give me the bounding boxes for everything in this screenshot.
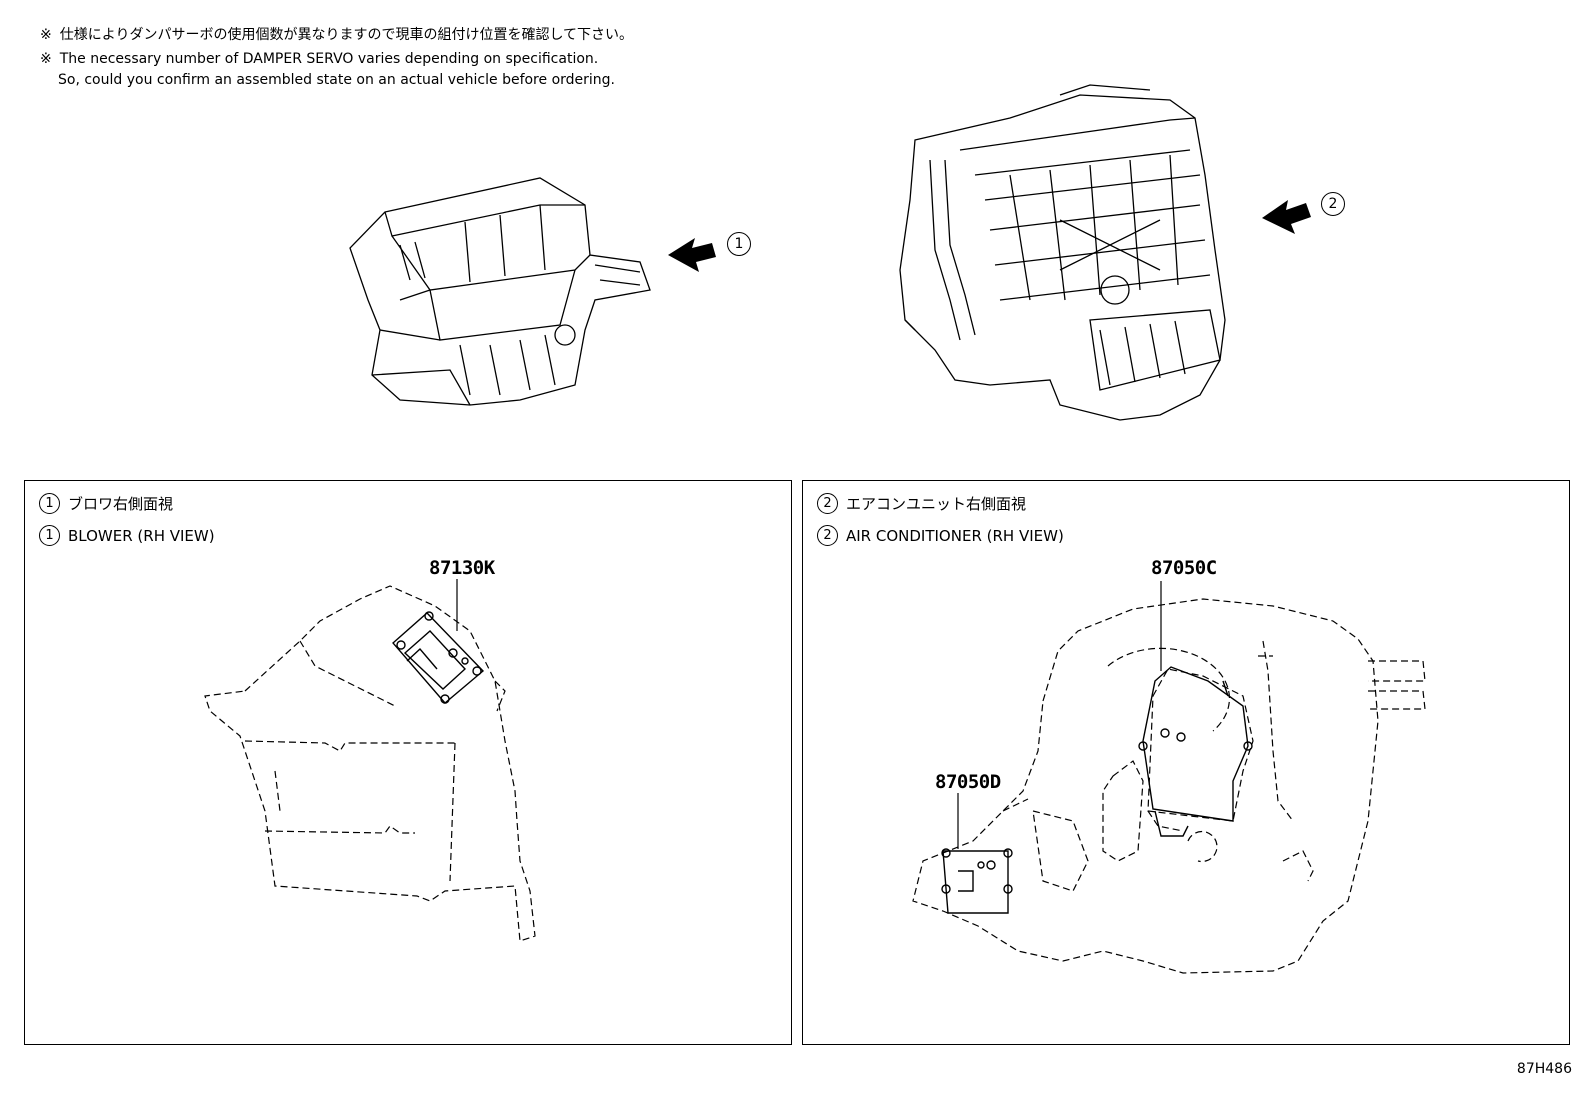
panel2-title-jp: 2 エアコンユニット右側面視 [817, 493, 1026, 514]
panel2-title-en: 2 AIR CONDITIONER (RH VIEW) [817, 525, 1064, 546]
panel1-title-jp-text: ブロワ右側面視 [68, 495, 174, 513]
air-conditioner-view-panel: 2 エアコンユニット右側面視 2 AIR CONDITIONER (RH VIE… [802, 480, 1570, 1045]
note-japanese: ※ 仕様によりダンパサーボの使用個数が異なりますので現車の組付け位置を確認して下さ… [40, 24, 633, 44]
note-english-line2: So, could you confirm an assembled state… [58, 72, 615, 88]
arrow-2 [1262, 200, 1311, 234]
panel1-title-en-text: BLOWER (RH VIEW) [68, 526, 215, 545]
callout-2: 2 [1321, 192, 1345, 216]
panel2-number-en: 2 [817, 525, 838, 546]
air-conditioner-unit-illustration [899, 84, 1226, 421]
part-number-87050C[interactable]: 87050C [1151, 557, 1217, 579]
note-english-text1: The necessary number of DAMPER SERVO var… [59, 51, 599, 67]
part-number-87050D[interactable]: 87050D [935, 771, 1001, 793]
diagram-code: 87H486 [1516, 1061, 1572, 1077]
part-number-87130K[interactable]: 87130K [429, 557, 495, 579]
note-mark: ※ [40, 27, 52, 43]
unit-illustrations [349, 84, 1311, 421]
arrow-1 [668, 238, 716, 272]
panel1-title-jp: 1 ブロワ右側面視 [39, 493, 173, 514]
air-conditioner-outline-drawing [912, 581, 1426, 974]
servo-87130K-drawing [392, 611, 485, 704]
note-mark-en: ※ [40, 51, 52, 67]
note-english-line1: ※ The necessary number of DAMPER SERVO va… [40, 51, 598, 67]
blower-outline-drawing [204, 579, 536, 942]
panel1-number-en: 1 [39, 525, 60, 546]
servo-87050C-drawing [1138, 666, 1253, 837]
panel1-number: 1 [39, 493, 60, 514]
callout-1: 1 [727, 232, 751, 256]
panel2-number: 2 [817, 493, 838, 514]
servo-87050D-drawing [941, 848, 1013, 914]
panel2-title-jp-text: エアコンユニット右側面視 [846, 495, 1027, 513]
note-japanese-text: 仕様によりダンパサーボの使用個数が異なりますので現車の組付け位置を確認して下さい… [59, 27, 634, 43]
blower-unit-illustration [349, 177, 651, 406]
blower-view-panel: 1 ブロワ右側面視 1 BLOWER (RH VIEW) 87130K [24, 480, 792, 1045]
panel2-title-en-text: AIR CONDITIONER (RH VIEW) [846, 526, 1064, 545]
panel1-title-en: 1 BLOWER (RH VIEW) [39, 525, 215, 546]
